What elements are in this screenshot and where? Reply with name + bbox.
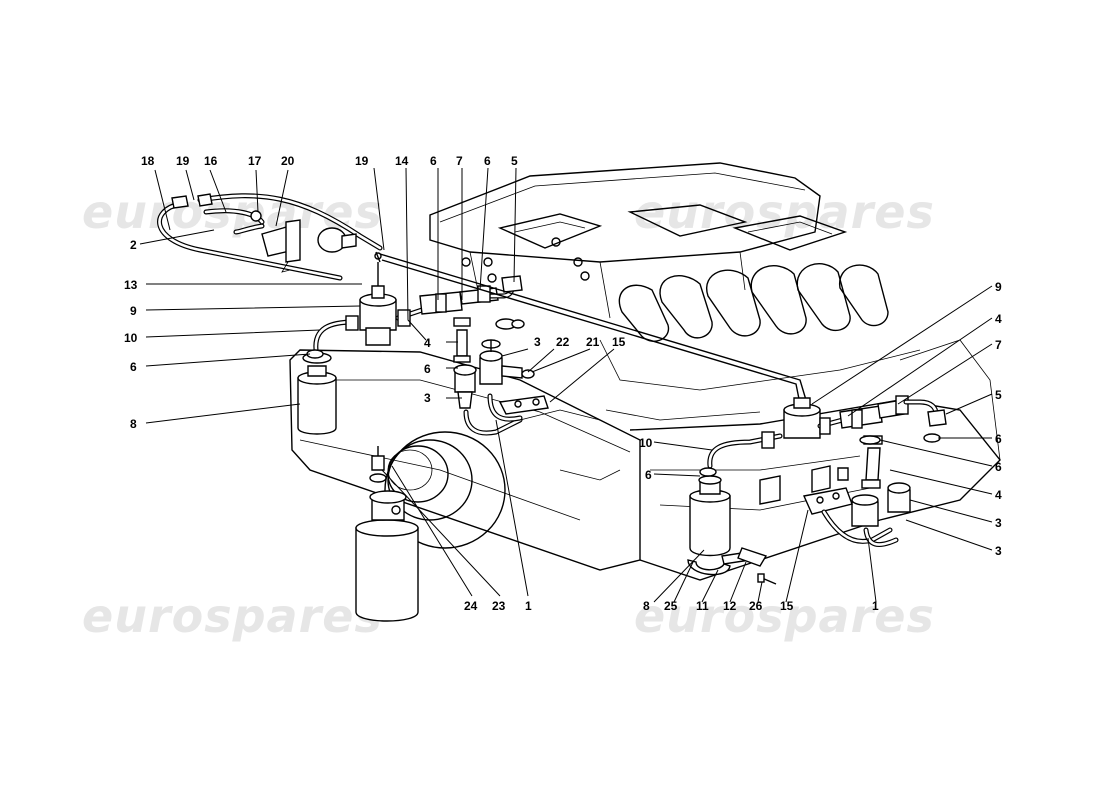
callout-19b-left: 19	[355, 154, 369, 168]
callout-3b-left: 3	[424, 391, 431, 405]
callout-1-right: 1	[872, 599, 879, 613]
left-canister-assembly	[297, 262, 549, 436]
callout-4-left: 4	[424, 336, 431, 350]
callout-10-left: 10	[124, 331, 138, 345]
callout-13-left: 13	[124, 278, 138, 292]
watermark-bottom-right: eurospares	[634, 589, 935, 643]
callout-7-left: 7	[456, 154, 463, 168]
engine-intake-plenum	[429, 162, 848, 319]
callout-20-left: 20	[281, 154, 295, 168]
callout-17-left: 17	[248, 154, 262, 168]
callout-7-right: 7	[995, 338, 1002, 352]
callout-25-right: 25	[664, 599, 678, 613]
callout-6a-right: 6	[995, 432, 1002, 446]
leader-lines-left	[139, 167, 615, 597]
callout-6c-left: 6	[130, 360, 137, 374]
callout-labels-left: 18 19 16 17 20 19 14 6 7 6 5 2 13 9 10 6…	[124, 154, 626, 613]
engine-intake-runners	[599, 263, 921, 421]
callout-3b-right: 3	[995, 544, 1002, 558]
callout-18-left: 18	[141, 154, 155, 168]
callout-24-left: 24	[464, 599, 478, 613]
callout-14-left: 14	[395, 154, 409, 168]
callout-6c-right: 6	[645, 468, 652, 482]
callout-6a-left: 6	[430, 154, 437, 168]
vacuum-hoses	[157, 193, 807, 405]
callout-labels-right: 9 4 7 5 6 6 4 3 3 10 6 8 25 11 12 26 15 …	[639, 280, 1002, 613]
bellhousing	[384, 431, 506, 549]
callout-6b-right: 6	[995, 460, 1002, 474]
right-canister-assembly	[687, 395, 947, 585]
callout-22-left: 22	[556, 335, 570, 349]
callout-16-left: 16	[204, 154, 218, 168]
callout-5-left: 5	[511, 154, 518, 168]
callout-8-left: 8	[130, 417, 137, 431]
callout-15-left: 15	[612, 335, 626, 349]
callout-23-left: 23	[492, 599, 506, 613]
callout-4a-right: 4	[995, 312, 1002, 326]
watermark-top-right: eurospares	[634, 185, 935, 239]
callout-11-right: 11	[696, 599, 709, 613]
callout-3a-right: 3	[995, 516, 1002, 530]
callout-4b-right: 4	[995, 488, 1002, 502]
engine-block	[289, 339, 1001, 581]
callout-15-right: 15	[780, 599, 794, 613]
callout-8-right: 8	[643, 599, 650, 613]
callout-6b-left: 6	[484, 154, 491, 168]
callout-12-right: 12	[723, 599, 737, 613]
callout-3a-left: 3	[534, 335, 541, 349]
callout-9-right: 9	[995, 280, 1002, 294]
callout-10-right: 10	[639, 436, 653, 450]
callout-6d-left: 6	[424, 362, 431, 376]
callout-9-left: 9	[130, 304, 137, 318]
watermark-bottom-left: eurospares	[82, 589, 383, 643]
callout-1-left: 1	[525, 599, 532, 613]
callout-2-left: 2	[130, 238, 137, 252]
oil-filter-assembly	[355, 446, 419, 622]
callout-26-right: 26	[749, 599, 763, 613]
callout-5-right: 5	[995, 388, 1002, 402]
leader-lines-right	[653, 285, 993, 603]
callout-19-left: 19	[176, 154, 190, 168]
callout-21-left: 21	[586, 335, 600, 349]
